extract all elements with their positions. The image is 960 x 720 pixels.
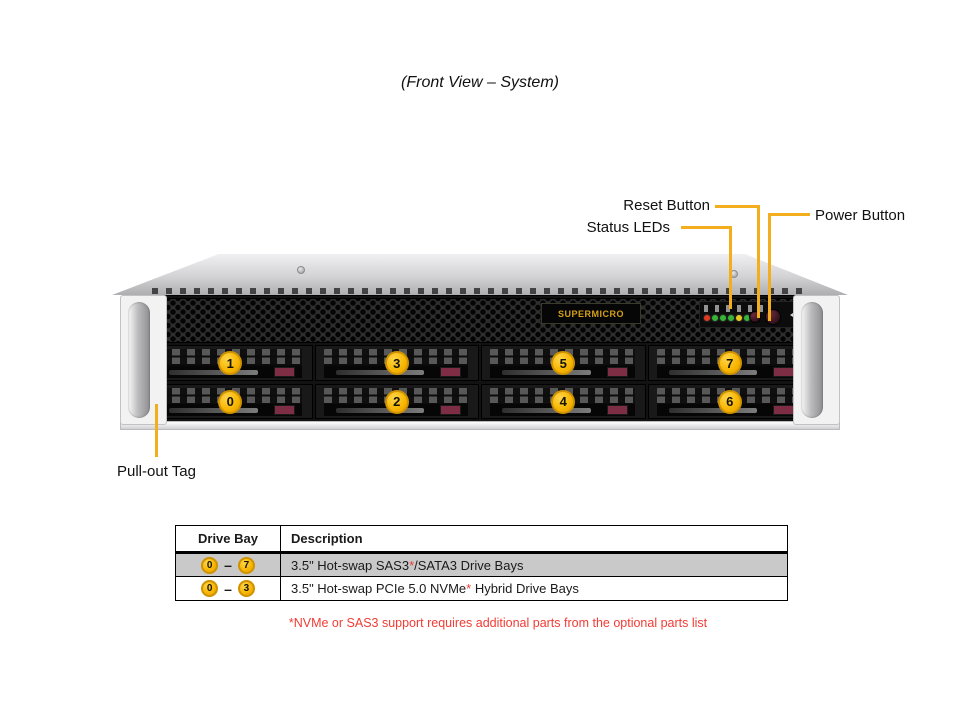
control-panel <box>699 301 799 328</box>
drive-tray-4: 4 <box>481 383 646 419</box>
drive-tray-0: 0 <box>148 383 313 419</box>
bay-description-cell: 3.5" Hot-swap SAS3*/SATA3 Drive Bays <box>280 552 788 577</box>
drive-release-latch <box>606 405 628 415</box>
power-leader-line <box>768 213 810 216</box>
bay-number-badge: 3 <box>237 580 255 597</box>
callout-power-button-label: Power Button <box>815 207 906 224</box>
tray-handle-bar <box>169 369 258 375</box>
reset-leader-line <box>715 205 760 208</box>
left-handle <box>128 302 150 418</box>
drive-bay-column-header: Drive Bay <box>175 525 281 554</box>
server-front-view: SUPERMICRO 1 3 5 7 0 2 4 6 <box>112 254 848 430</box>
bay-range-dash: – <box>224 580 232 597</box>
chassis-screw <box>297 266 305 274</box>
status-led <box>712 315 718 321</box>
footnote: *NVMe or SAS3 support requires additiona… <box>288 616 708 630</box>
status-led <box>720 315 726 321</box>
bay-description-cell: 3.5" Hot-swap PCIe 5.0 NVMe* Hybrid Driv… <box>280 576 788 601</box>
table-header-row: Drive Bay Description <box>175 525 788 554</box>
tray-handle-bar <box>502 408 591 413</box>
drive-tray-6: 6 <box>647 383 812 419</box>
tray-handle-bar <box>502 369 591 375</box>
tray-handle-bar <box>668 408 757 413</box>
drive-tray-3: 3 <box>314 345 479 381</box>
callout-reset-button-label: Reset Button <box>623 197 710 214</box>
drive-tray-5: 5 <box>481 345 646 381</box>
bay-range-cell: 0–3 <box>175 576 281 601</box>
drive-bay-number-badge: 1 <box>218 351 243 375</box>
figure-title: (Front View – System) <box>401 74 559 91</box>
status-led <box>728 315 734 321</box>
status-led <box>736 315 742 321</box>
status-led-row <box>704 315 750 321</box>
tray-handle-bar <box>169 408 258 413</box>
description-column-header: Description <box>280 525 788 554</box>
drive-release-latch <box>273 405 295 415</box>
drive-tray-7: 7 <box>647 345 812 381</box>
left-rack-ear <box>120 295 167 425</box>
drive-bay-number-badge: 7 <box>717 351 742 375</box>
right-rack-ear <box>793 295 840 425</box>
supermicro-logo: SUPERMICRO <box>541 303 641 324</box>
tray-handle-bar <box>335 408 424 413</box>
drive-bay-row: 0 2 4 6 <box>148 383 812 419</box>
status-led <box>704 315 710 321</box>
tray-handle-bar <box>668 369 757 375</box>
drive-tray-1: 1 <box>148 345 313 381</box>
chassis-front-face: SUPERMICRO 1 3 5 7 0 2 4 6 <box>145 295 815 422</box>
chassis-bottom-rail <box>120 421 840 430</box>
drive-bay-number-badge: 6 <box>717 389 742 414</box>
callout-status-leds-label: Status LEDs <box>586 219 670 236</box>
chassis-top-vents <box>152 288 808 294</box>
tray-handle-bar <box>335 369 424 375</box>
pull-out-tag-leader-line <box>155 404 158 457</box>
reset-leader-line <box>757 205 760 318</box>
bay-number-badge: 0 <box>201 580 219 597</box>
right-handle <box>801 302 823 418</box>
bay-number-badge: 0 <box>201 556 219 574</box>
bay-number-badge: 7 <box>237 556 255 574</box>
drive-release-latch <box>273 366 295 377</box>
drive-release-latch <box>773 405 794 415</box>
status-led <box>744 315 750 321</box>
callout-pull-out-tag-label: Pull-out Tag <box>117 463 196 480</box>
drive-release-latch <box>440 405 461 415</box>
drive-bay-area: 1 3 5 7 0 2 4 6 <box>148 345 812 419</box>
drive-bay-row: 1 3 5 7 <box>148 345 812 381</box>
bay-range-cell: 0–7 <box>175 552 281 577</box>
drive-release-latch <box>440 366 461 377</box>
drive-bay-number-badge: 2 <box>384 389 409 414</box>
drive-release-latch <box>773 366 794 377</box>
drive-bay-number-badge: 4 <box>551 389 576 414</box>
power-leader-line <box>768 213 771 321</box>
status-leds-leader-line <box>681 226 732 229</box>
drive-tray-2: 2 <box>314 383 479 419</box>
bay-range-dash: – <box>224 557 232 573</box>
chassis-top-surface <box>112 254 848 295</box>
drive-bay-number-badge: 0 <box>218 389 243 414</box>
drive-bay-number-badge: 3 <box>384 351 409 375</box>
drive-bay-number-badge: 5 <box>551 351 576 375</box>
control-panel-icons <box>704 305 766 312</box>
drive-release-latch <box>606 366 628 377</box>
status-leds-leader-line <box>729 226 732 309</box>
